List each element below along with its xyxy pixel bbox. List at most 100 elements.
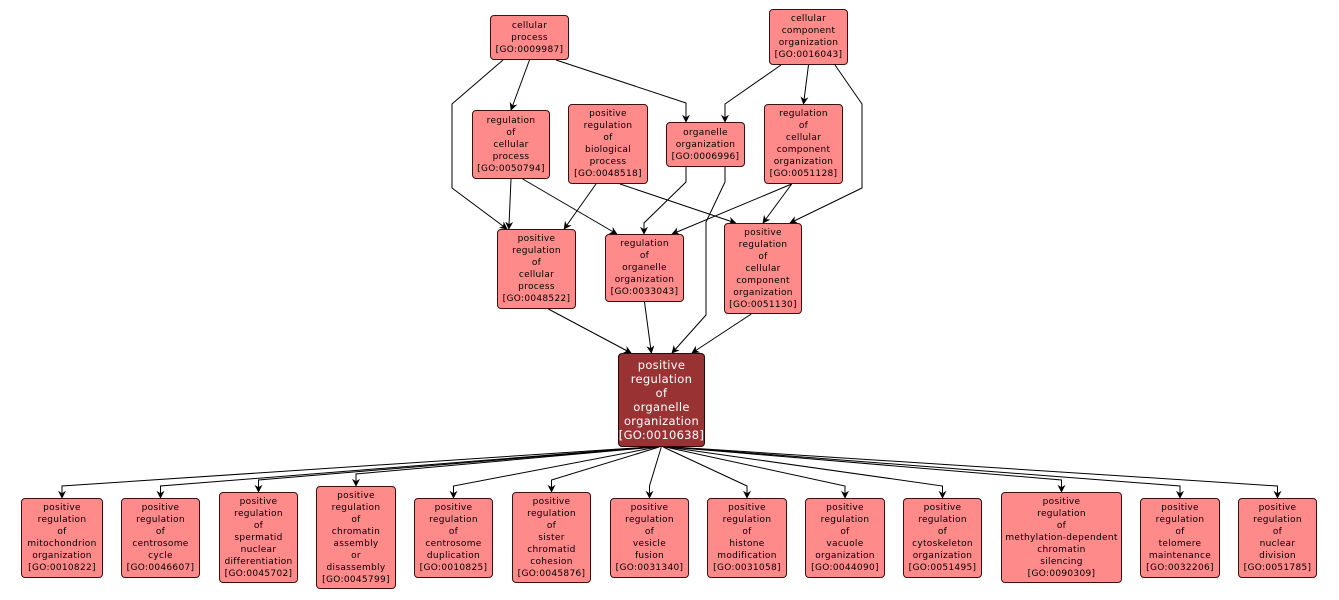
go-term-label-line: differentiation (224, 556, 293, 567)
go-term-label-line: regulation (620, 239, 669, 249)
go-term-label-line: regulation (1037, 508, 1086, 519)
go-term-label-line: sister (538, 532, 565, 543)
go-term-id: [GO:0045876] (517, 568, 586, 579)
go-term-id: [GO:0051128] (769, 169, 838, 179)
go-term-label-line: of (1056, 520, 1067, 531)
edge-arrow (673, 446, 1282, 499)
go-term-id: [GO:0010825] (419, 563, 488, 573)
go-term-label-line: spermatid (234, 532, 283, 543)
go-term-id: [GO:0044090] (811, 563, 879, 573)
edge-arrow (671, 183, 792, 235)
go-term-label-line: component (776, 145, 831, 155)
go-term-label-line: positive (744, 227, 782, 238)
go-term-label-line: regulation (1253, 515, 1302, 525)
edge-arrow (509, 59, 530, 111)
go-term-label-line: organization (675, 139, 736, 150)
go-term-label-line: of (155, 527, 166, 537)
go-term-label-line: positive (517, 234, 556, 244)
edge-arrow (547, 446, 660, 493)
go-term-label-line: organization (773, 157, 834, 167)
go-term-label-line: or (351, 550, 361, 561)
go-term-label-line: chromatin (1037, 544, 1086, 555)
go-term-label-line: cohesion (530, 556, 573, 567)
edge-arrow (555, 59, 690, 123)
go-term-label-line: of (546, 520, 557, 531)
go-term-label-line: organelle (633, 400, 690, 414)
edge-arrow (762, 183, 793, 224)
go-term-id: [GO:0051130] (729, 299, 797, 310)
edge-arrow (669, 446, 1066, 493)
go-term-label-line: process (518, 282, 555, 292)
edge-arrow (254, 446, 654, 493)
go-term-id: [GO:0046607] (126, 563, 195, 573)
go-term-id: [GO:0010822] (28, 563, 96, 573)
edge-arrow (58, 446, 650, 499)
go-term-label-line: vacuole (826, 539, 864, 549)
go-term-label-line: centrosome (132, 539, 189, 549)
go-term-label-line: cellular (790, 14, 827, 24)
go-term-label-line: positive (434, 503, 473, 513)
edge-arrow (721, 64, 782, 123)
go-term-label-line: biological (585, 145, 631, 155)
go-term-label-line: regulation (625, 515, 674, 525)
go-term-id: [GO:0048518] (574, 169, 642, 179)
go-term-label-line: of (639, 251, 650, 261)
go-term-label-line: positive (239, 496, 278, 507)
go-term-label-line: positive (923, 503, 962, 513)
go-term-label-line: regulation (429, 515, 478, 525)
go-term-label-line: cellular (511, 20, 548, 31)
go-term-id: [GO:0045799] (322, 574, 390, 585)
edge-arrow (789, 64, 863, 224)
go-term-label-line: of (57, 527, 67, 537)
go-term-label-line: of (937, 527, 948, 537)
go-term-id: [GO:0050794] (477, 163, 545, 174)
go-term-label-line: of (351, 514, 361, 525)
edge-arrow (505, 178, 514, 230)
go-term-label-line: of (742, 527, 752, 537)
go-term-label-line: of (840, 527, 850, 537)
edge-arrow (563, 183, 597, 230)
edge-arrow (800, 64, 809, 105)
go-term-label-line: regulation (738, 239, 788, 250)
go-term-label-line: positive (589, 109, 627, 119)
go-term-label-line: organization (815, 551, 875, 561)
go-term-label-line: division (1259, 551, 1296, 561)
go-term-label-line: of (798, 121, 809, 131)
go-term-label-line: disassembly (326, 562, 386, 573)
go-term-label-line: of (655, 386, 668, 400)
go-term-label-line: cellular (518, 270, 555, 280)
go-term-label-line: cytoskeleton (912, 539, 973, 549)
edge-arrow (352, 446, 656, 487)
go-term-label-line: maintenance (1148, 551, 1212, 561)
go-term-label-line: fusion (634, 551, 665, 561)
go-term-label-line: positive (43, 503, 81, 513)
go-term-label-line: chromatid (527, 544, 576, 555)
go-term-label-line: positive (532, 496, 571, 507)
edge-arrow (619, 183, 737, 225)
edge-arrow (644, 301, 655, 354)
go-term-label-line: component (736, 275, 790, 286)
